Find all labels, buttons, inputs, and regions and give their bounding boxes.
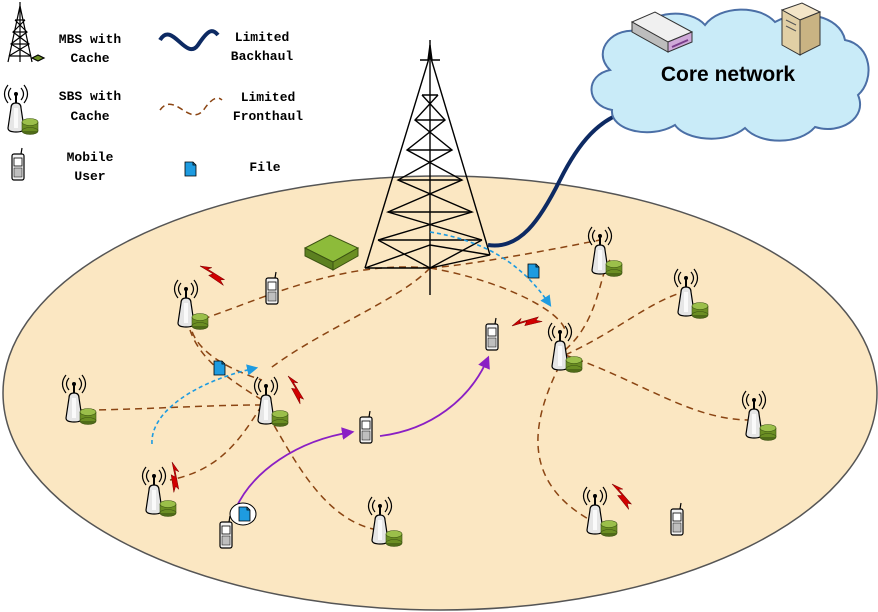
router-icon: [630, 11, 694, 53]
file-transfer-path-2: [429, 231, 552, 307]
legend-mbs-line2: Cache: [70, 51, 109, 66]
mbs-cache-device: [303, 234, 360, 271]
legend-backhaul-line2: Backhaul: [231, 49, 294, 64]
legend-sbs-icon: [5, 85, 39, 135]
legend-sbs-line1: SBS with: [59, 89, 122, 104]
legend-user-line2: User: [74, 169, 105, 184]
file-icon-3: [238, 506, 251, 522]
legend-fronthaul-line: [159, 97, 223, 116]
backhaul-link: [487, 110, 626, 248]
legend-mbs-line1: MBS with: [59, 32, 122, 47]
server-icon: [780, 2, 822, 56]
file-transfer-path-1: [151, 364, 259, 445]
legend-sbs-line2: Cache: [70, 109, 109, 124]
macro-base-station: [364, 40, 491, 295]
user-movement-path-1: [232, 427, 355, 516]
user-movement-path-2: [379, 355, 490, 437]
legend-mbs-icon: [7, 2, 46, 63]
legend-fronthaul-line2: Fronthaul: [233, 109, 303, 124]
legend-fronthaul-line1: Limited: [241, 90, 296, 105]
macro-cell-coverage: [2, 175, 878, 611]
core-network-label: Core network: [661, 63, 796, 86]
legend-file-label: File: [249, 160, 280, 175]
file-icon-1: [213, 360, 226, 376]
legend: MBS with Cache SBS with Cache Mobile Use…: [5, 2, 303, 184]
file-icon-2: [527, 263, 540, 279]
legend-backhaul-line: [158, 29, 220, 52]
legend-user-icon: [11, 147, 25, 181]
legend-file-icon: [184, 161, 197, 177]
legend-backhaul-line1: Limited: [235, 30, 290, 45]
legend-user-line1: Mobile: [67, 150, 114, 165]
